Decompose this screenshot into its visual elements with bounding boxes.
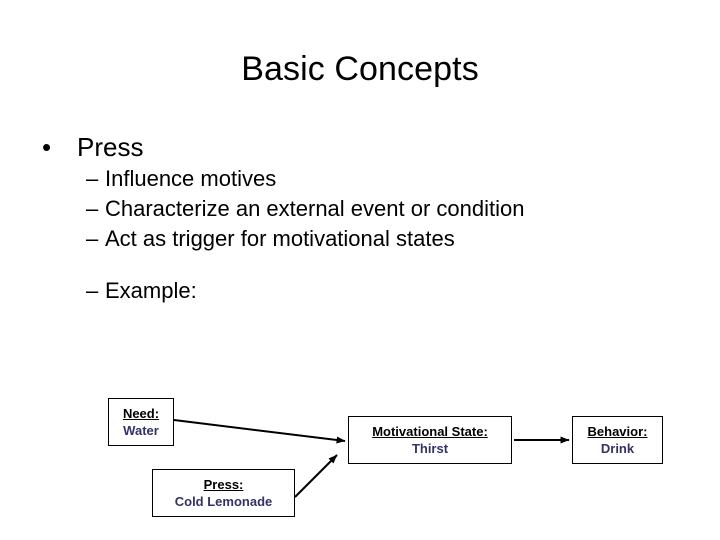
bullet-press-label: Press xyxy=(77,132,144,162)
arrow-need-to-motivation xyxy=(173,419,346,444)
bullet-marker-dot: • xyxy=(42,132,52,162)
subbullet-label: Act as trigger for motivational states xyxy=(105,226,455,251)
node-value: Drink xyxy=(600,441,635,456)
subbullet-label: Characterize an external event or condit… xyxy=(105,196,525,221)
node-heading: Motivational State: xyxy=(372,424,488,439)
subbullet-act-as-trigger: – Act as trigger for motivational states xyxy=(0,224,720,254)
bullet-marker-dash: – xyxy=(86,278,99,303)
subbullet-label: Example: xyxy=(105,278,197,303)
diagram-node-behavior: Behavior: Drink xyxy=(572,416,663,464)
diagram-node-need: Need: Water xyxy=(108,398,174,446)
node-heading: Need: xyxy=(122,406,160,421)
page-title: Basic Concepts xyxy=(241,50,479,88)
diagram-node-motivational-state: Motivational State: Thirst xyxy=(348,416,512,464)
node-value: Thirst xyxy=(411,441,449,456)
body-content: • Press – Influence motives – Characteri… xyxy=(0,130,720,306)
node-heading: Behavior: xyxy=(587,424,648,439)
subbullet-label: Influence motives xyxy=(105,166,277,191)
arrow-press-to-motivation xyxy=(294,454,338,498)
subbullet-characterize-event: – Characterize an external event or cond… xyxy=(0,194,720,224)
subbullet-example: – Example: xyxy=(0,276,720,306)
diagram-node-press: Press: Cold Lemonade xyxy=(152,469,295,517)
bullet-marker-dash: – xyxy=(86,166,99,191)
node-value: Water xyxy=(123,423,159,438)
node-value: Cold Lemonade xyxy=(174,494,273,509)
node-heading: Press: xyxy=(203,477,244,492)
bullet-marker-dash: – xyxy=(86,196,99,221)
bullet-press: • Press xyxy=(0,130,720,164)
subbullet-influence-motives: – Influence motives xyxy=(0,164,720,194)
bullet-marker-dash: – xyxy=(86,226,99,251)
